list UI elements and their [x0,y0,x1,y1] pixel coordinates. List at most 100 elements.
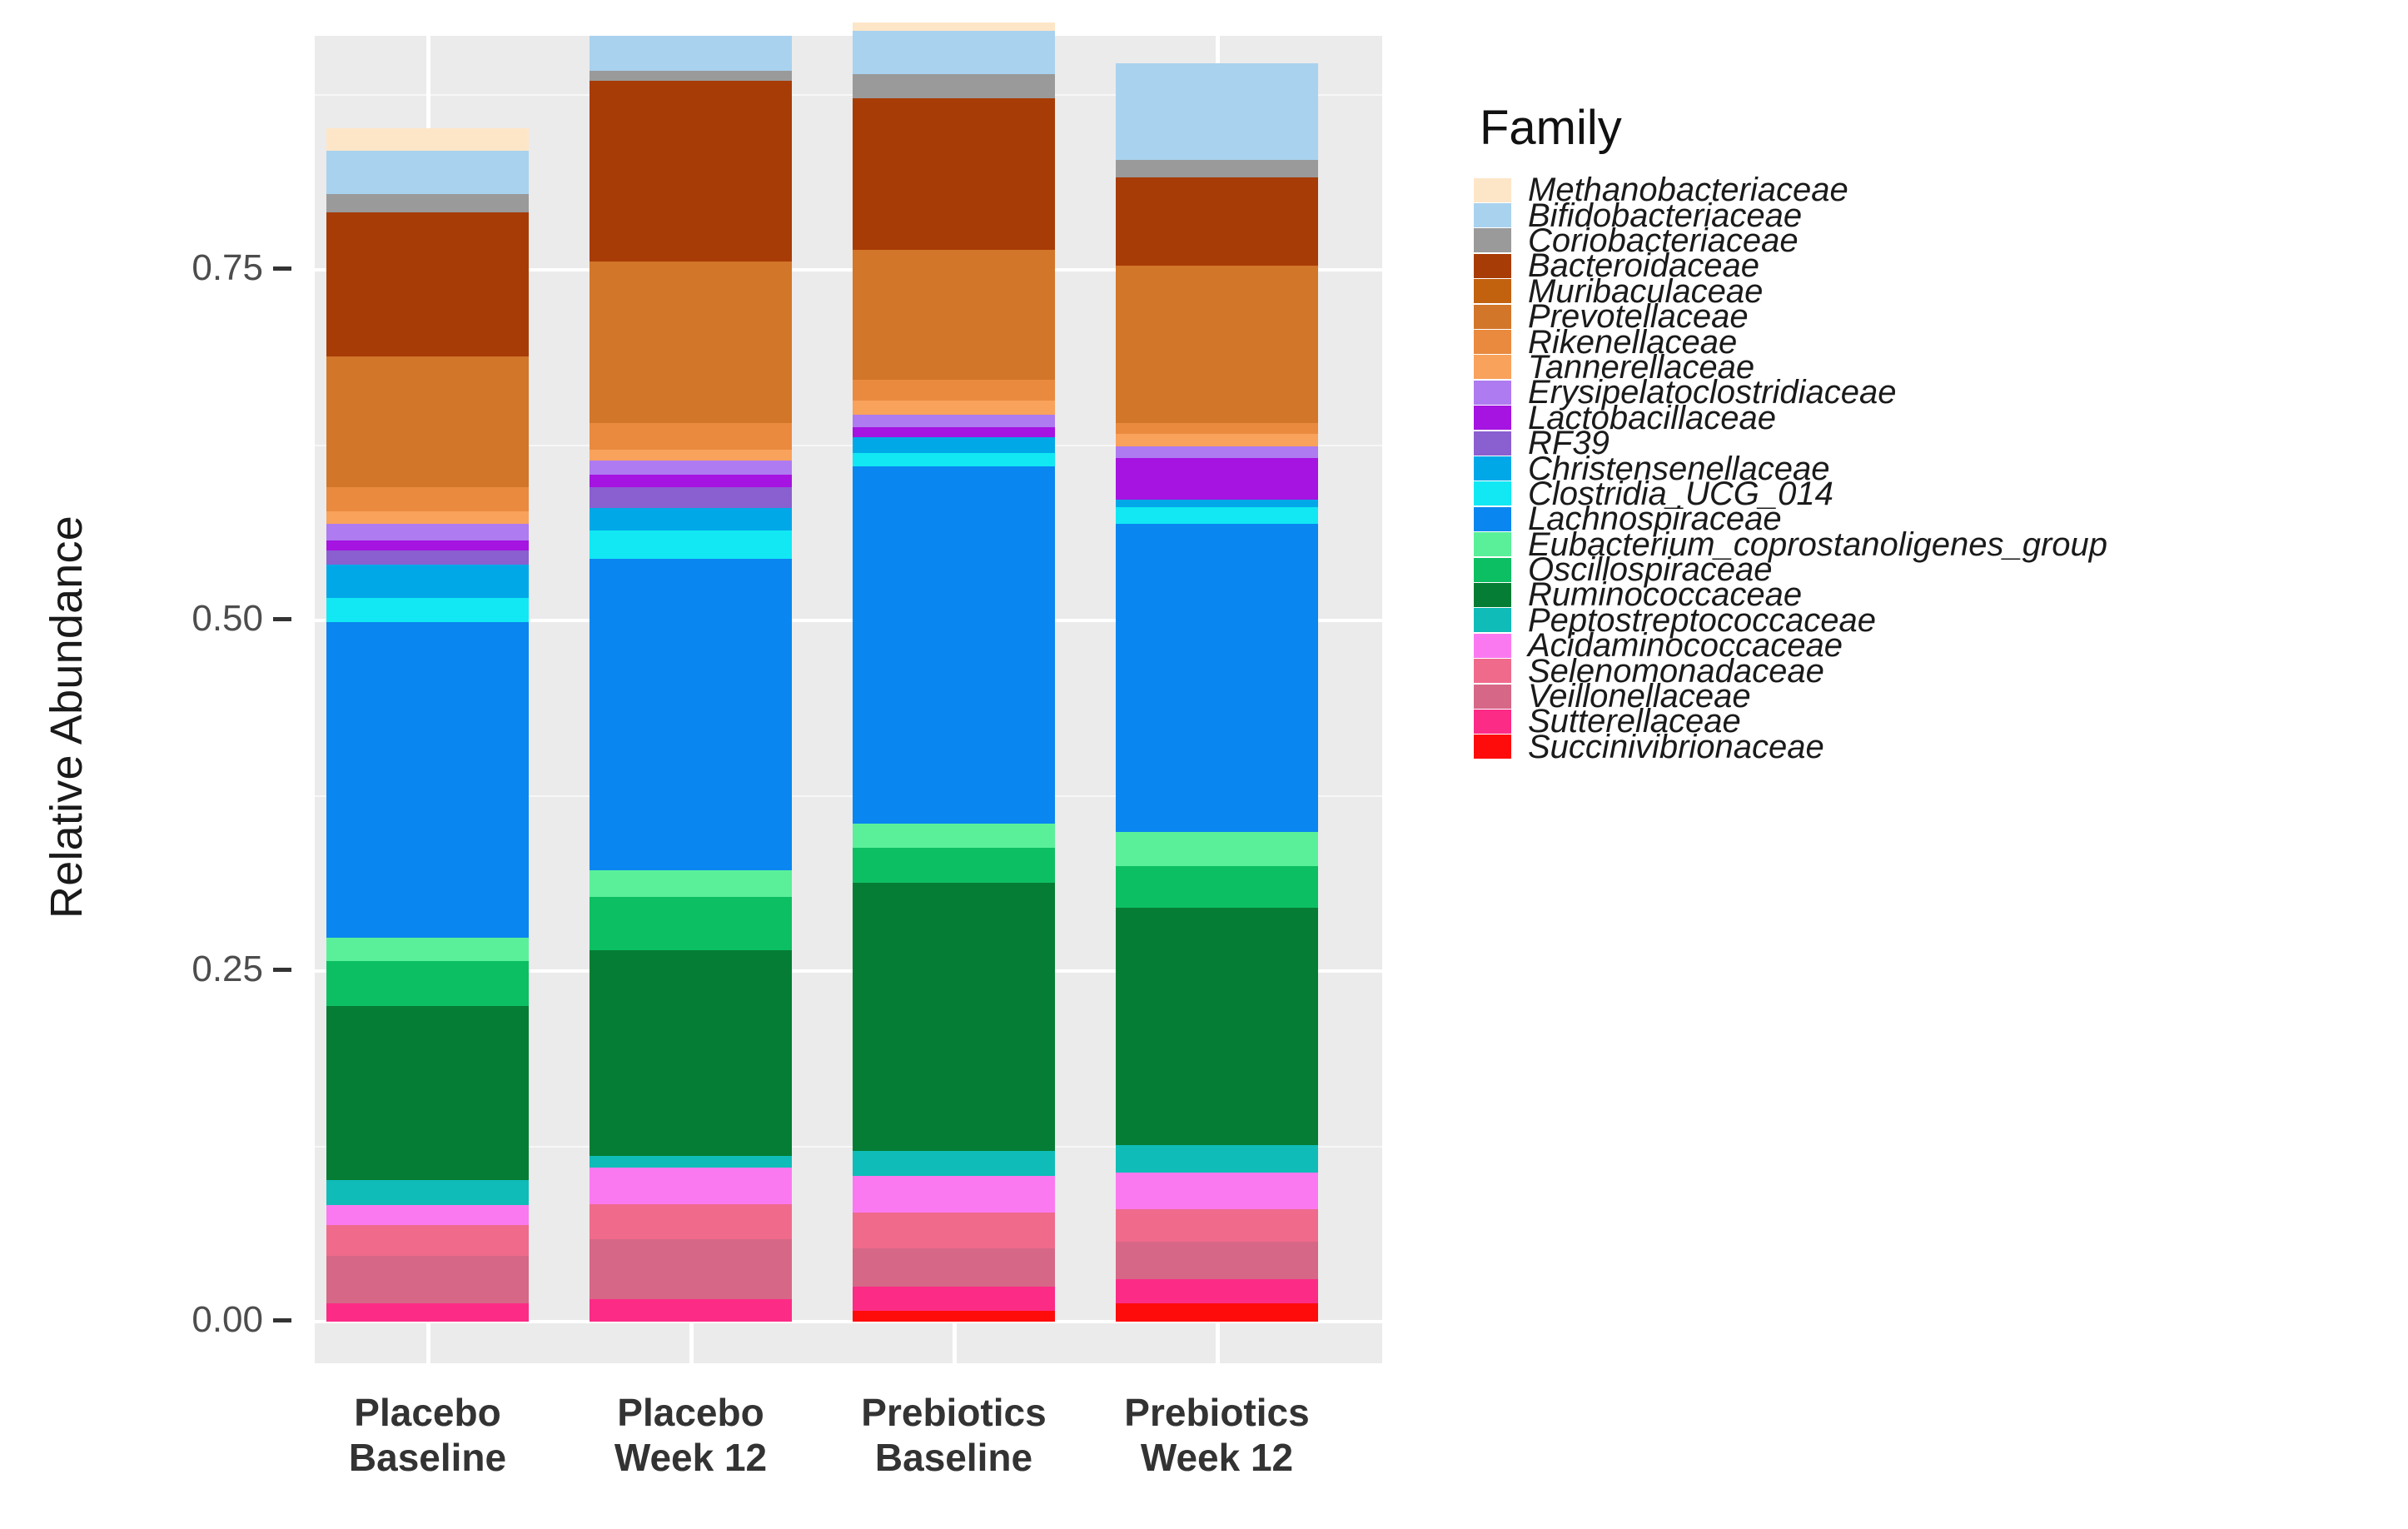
legend-item[interactable]: Coriobacteriaceae [1474,224,2390,257]
bar-segment[interactable] [853,380,1055,401]
bar-segment[interactable] [1116,265,1318,423]
bar-segment[interactable] [1116,177,1318,266]
bar-segment[interactable] [326,540,529,550]
bar-segment[interactable] [853,882,1055,1151]
legend-item[interactable]: Rikenellaceae [1474,326,2390,359]
bar-segment[interactable] [1116,62,1318,160]
bar-segment[interactable] [326,1205,529,1225]
bar-segment[interactable] [853,97,1055,250]
bar-segment[interactable] [326,961,529,1007]
legend-item[interactable]: Muribaculaceae [1474,275,2390,308]
bar-segment[interactable] [1116,1279,1318,1304]
bar-segment[interactable] [853,452,1055,466]
bar-segment[interactable] [1116,159,1318,177]
bar-segment[interactable] [590,1238,792,1300]
bar-segment[interactable] [590,949,792,1157]
bar-segment[interactable] [590,896,792,950]
bar-segment[interactable] [326,127,529,151]
legend-item[interactable]: Lactobacillaceae [1474,401,2390,435]
legend-item[interactable]: Christensenellaceae [1474,452,2390,486]
bar-segment[interactable] [1116,446,1318,458]
legend-item[interactable]: Eubacterium_coprostanoligenes_group [1474,528,2390,561]
bar-segment[interactable] [590,449,792,461]
stacked-bar[interactable] [853,22,1055,1322]
legend-item[interactable]: Methanobacteriaceae [1474,173,2390,207]
legend-item[interactable]: Clostridia_UCG_014 [1474,477,2390,510]
bar-segment[interactable] [1116,1144,1318,1173]
bar-segment[interactable] [1116,1209,1318,1242]
bar-segment[interactable] [1116,422,1318,435]
bar-segment[interactable] [853,466,1055,824]
bar-segment[interactable] [590,461,792,475]
bar-segment[interactable] [326,598,529,622]
bar-segment[interactable] [590,508,792,531]
bar-segment[interactable] [326,487,529,511]
bar-segment[interactable] [853,249,1055,381]
bar-segment[interactable] [590,1156,792,1168]
bar-segment[interactable] [1116,506,1318,524]
legend-item[interactable]: Lachnospiraceae [1474,502,2390,535]
bar-segment[interactable] [590,869,792,897]
bar-segment[interactable] [1116,500,1318,507]
bar-segment[interactable] [326,1006,529,1180]
bar-segment[interactable] [1116,865,1318,909]
bar-segment[interactable] [1116,457,1318,501]
bar-segment[interactable] [590,80,792,261]
bar-segment[interactable] [590,35,792,71]
bar-segment[interactable] [1116,908,1318,1145]
bar-segment[interactable] [326,550,529,565]
bar-segment[interactable] [326,1255,529,1304]
legend-item[interactable]: RF39 [1474,426,2390,460]
bar-segment[interactable] [590,422,792,450]
bar-segment[interactable] [853,1248,1055,1287]
bar-segment[interactable] [326,1224,529,1256]
legend-item[interactable]: Bacteroidaceae [1474,249,2390,282]
bar-segment[interactable] [590,474,792,487]
bar-segment[interactable] [590,1299,792,1322]
legend-item[interactable]: Bifidobacteriaceae [1474,199,2390,232]
bar-segment[interactable] [1116,434,1318,447]
bar-segment[interactable] [326,523,529,540]
bar-segment[interactable] [853,401,1055,416]
bar-segment[interactable] [853,427,1055,438]
bar-segment[interactable] [590,487,792,509]
bar-segment[interactable] [853,74,1055,98]
bar-segment[interactable] [853,1150,1055,1176]
bar-segment[interactable] [326,510,529,524]
bar-segment[interactable] [326,1303,529,1322]
bar-segment[interactable] [326,621,529,938]
legend-item[interactable]: Acidaminococcaceae [1474,629,2390,662]
bar-segment[interactable] [853,1310,1055,1322]
bar-segment[interactable] [590,261,792,423]
bar-segment[interactable] [1116,832,1318,866]
legend-item[interactable]: Ruminococcaceae [1474,578,2390,611]
bar-segment[interactable] [1116,1303,1318,1322]
bar-segment[interactable] [853,30,1055,75]
legend-item[interactable]: Prevotellaceae [1474,300,2390,333]
legend-item[interactable]: Oscillospiraceae [1474,553,2390,586]
bar-segment[interactable] [853,1175,1055,1213]
bar-segment[interactable] [326,194,529,212]
bar-segment[interactable] [1116,1173,1318,1210]
stacked-bar[interactable] [1116,62,1318,1322]
bar-segment[interactable] [1116,1242,1318,1280]
legend-item[interactable]: Veillonellaceae [1474,680,2390,713]
legend-item[interactable]: Sutterellaceae [1474,705,2390,738]
bar-segment[interactable] [590,558,792,870]
bar-segment[interactable] [1116,523,1318,833]
legend-item[interactable]: Peptostreptococcaceae [1474,604,2390,637]
bar-segment[interactable] [326,1179,529,1206]
bar-segment[interactable] [853,1286,1055,1311]
bar-segment[interactable] [326,150,529,195]
stacked-bar[interactable] [590,35,792,1322]
bar-segment[interactable] [853,824,1055,848]
bar-segment[interactable] [326,212,529,357]
bar-segment[interactable] [590,1203,792,1239]
bar-segment[interactable] [853,415,1055,428]
legend-item[interactable]: Erysipelatoclostridiaceae [1474,376,2390,409]
bar-segment[interactable] [590,70,792,81]
bar-segment[interactable] [853,437,1055,453]
bar-segment[interactable] [853,847,1055,883]
stacked-bar[interactable] [326,127,529,1322]
bar-segment[interactable] [326,564,529,599]
